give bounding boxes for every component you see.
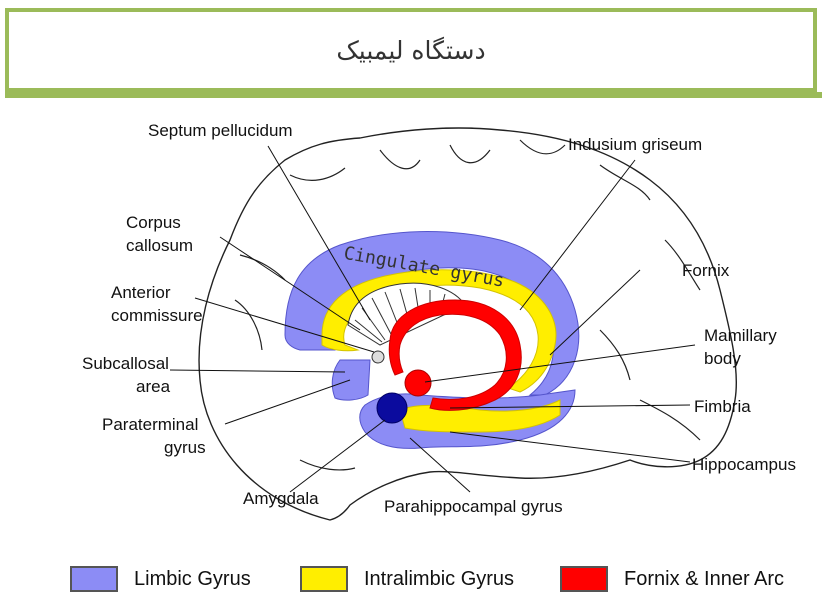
sulcus-line <box>520 140 565 154</box>
label-paraterminal-2: gyrus <box>164 438 206 457</box>
label-corpus-2: callosum <box>126 236 193 255</box>
label-fornix: Fornix <box>682 261 730 280</box>
sulcus-line <box>300 460 355 470</box>
legend-label-fornix: Fornix & Inner Arc <box>624 568 784 591</box>
legend-item-limbic: Limbic Gyrus <box>70 566 251 592</box>
label-parahippocampal: Parahippocampal gyrus <box>384 497 563 516</box>
label-subcallosal-2: area <box>136 377 171 396</box>
label-mamillary-1: Mamillary <box>704 326 777 345</box>
label-anterior-1: Anterior <box>111 283 171 302</box>
anterior-commissure <box>372 351 384 363</box>
sulcus-line <box>450 145 490 163</box>
label-anterior-2: commissure <box>111 306 203 325</box>
mamillary-body <box>405 370 431 396</box>
legend-swatch-limbic <box>70 566 118 592</box>
label-amygdala: Amygdala <box>243 489 319 508</box>
label-indusium-griseum: Indusium griseum <box>568 135 702 154</box>
amygdala <box>377 393 407 423</box>
label-paraterminal-1: Paraterminal <box>102 415 198 434</box>
label-fimbria: Fimbria <box>694 397 751 416</box>
label-subcallosal-1: Subcallosal <box>82 354 169 373</box>
legend-swatch-fornix <box>560 566 608 592</box>
legend-swatch-intralimbic <box>300 566 348 592</box>
subcallosal-area-region <box>332 360 370 400</box>
legend: Limbic Gyrus Intralimbic Gyrus Fornix & … <box>0 566 827 592</box>
legend-label-limbic: Limbic Gyrus <box>134 568 251 591</box>
label-hippocampus: Hippocampus <box>692 455 796 474</box>
sulcus-line <box>600 165 650 200</box>
legend-label-intralimbic: Intralimbic Gyrus <box>364 568 514 591</box>
legend-item-intralimbic: Intralimbic Gyrus <box>300 566 514 592</box>
sulcus-line <box>380 150 420 169</box>
legend-item-fornix: Fornix & Inner Arc <box>560 566 784 592</box>
label-septum-pellucidum: Septum pellucidum <box>148 121 293 140</box>
label-mamillary-2: body <box>704 349 741 368</box>
label-corpus-1: Corpus <box>126 213 181 232</box>
sulcus-line <box>290 168 345 180</box>
sulcus-line <box>235 300 262 350</box>
